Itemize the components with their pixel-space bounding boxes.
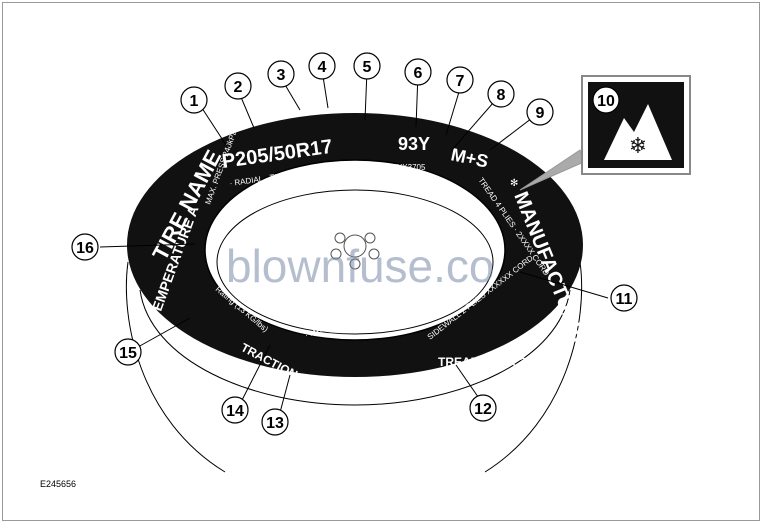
callout-5: 5 <box>353 52 381 80</box>
svg-text:3: 3 <box>277 67 286 84</box>
service-code-label: 93Y <box>398 134 430 154</box>
winter-symbol-inset: ❄ 10 <box>519 75 691 191</box>
svg-text:11: 11 <box>616 291 633 308</box>
callout-9: 9 <box>526 98 554 126</box>
svg-text:8: 8 <box>497 87 506 104</box>
svg-text:13: 13 <box>266 415 284 432</box>
svg-text:7: 7 <box>456 73 465 90</box>
svg-text:5: 5 <box>363 59 372 76</box>
svg-text:4: 4 <box>318 59 327 76</box>
svg-text:❄: ❄ <box>629 134 647 159</box>
treadwear-label: TREADWEAR 220 <box>438 355 540 369</box>
svg-text:15: 15 <box>119 345 137 362</box>
small-snowflake-icon: ✻ <box>510 178 518 189</box>
callout-4: 4 <box>308 52 336 80</box>
callout-11: 11 <box>610 284 638 312</box>
rim-edge <box>216 189 494 335</box>
watermark: blownfuse.co <box>226 240 495 292</box>
svg-text:9: 9 <box>536 105 545 122</box>
callout-12: 12 <box>469 394 497 422</box>
svg-text:1: 1 <box>190 93 199 110</box>
three-peak-mountain-snowflake-icon: ❄ <box>604 104 672 160</box>
svg-text:6: 6 <box>414 65 423 82</box>
svg-text:14: 14 <box>226 403 244 420</box>
callout-8: 8 <box>487 80 515 108</box>
callout-13: 13 <box>261 408 289 436</box>
svg-text:2: 2 <box>234 79 243 96</box>
callout-15: 15 <box>114 338 142 366</box>
callout-16: 16 <box>71 233 99 261</box>
dot-code-label: DOT MAXXXXX3705 <box>350 163 426 172</box>
svg-text:16: 16 <box>76 240 94 257</box>
callout-1: 1 <box>180 86 208 114</box>
hub-bolts <box>330 232 380 270</box>
callout-2: 2 <box>224 72 252 100</box>
callout-3: 3 <box>267 60 295 88</box>
rim-opening <box>204 159 506 341</box>
figure-id: E245656 <box>40 479 76 489</box>
svg-text:12: 12 <box>474 401 492 418</box>
callout-7: 7 <box>446 66 474 94</box>
callout-6: 6 <box>404 58 432 86</box>
tire-body <box>125 261 583 473</box>
callout-10: 10 <box>597 93 615 110</box>
callout-14: 14 <box>221 396 249 424</box>
